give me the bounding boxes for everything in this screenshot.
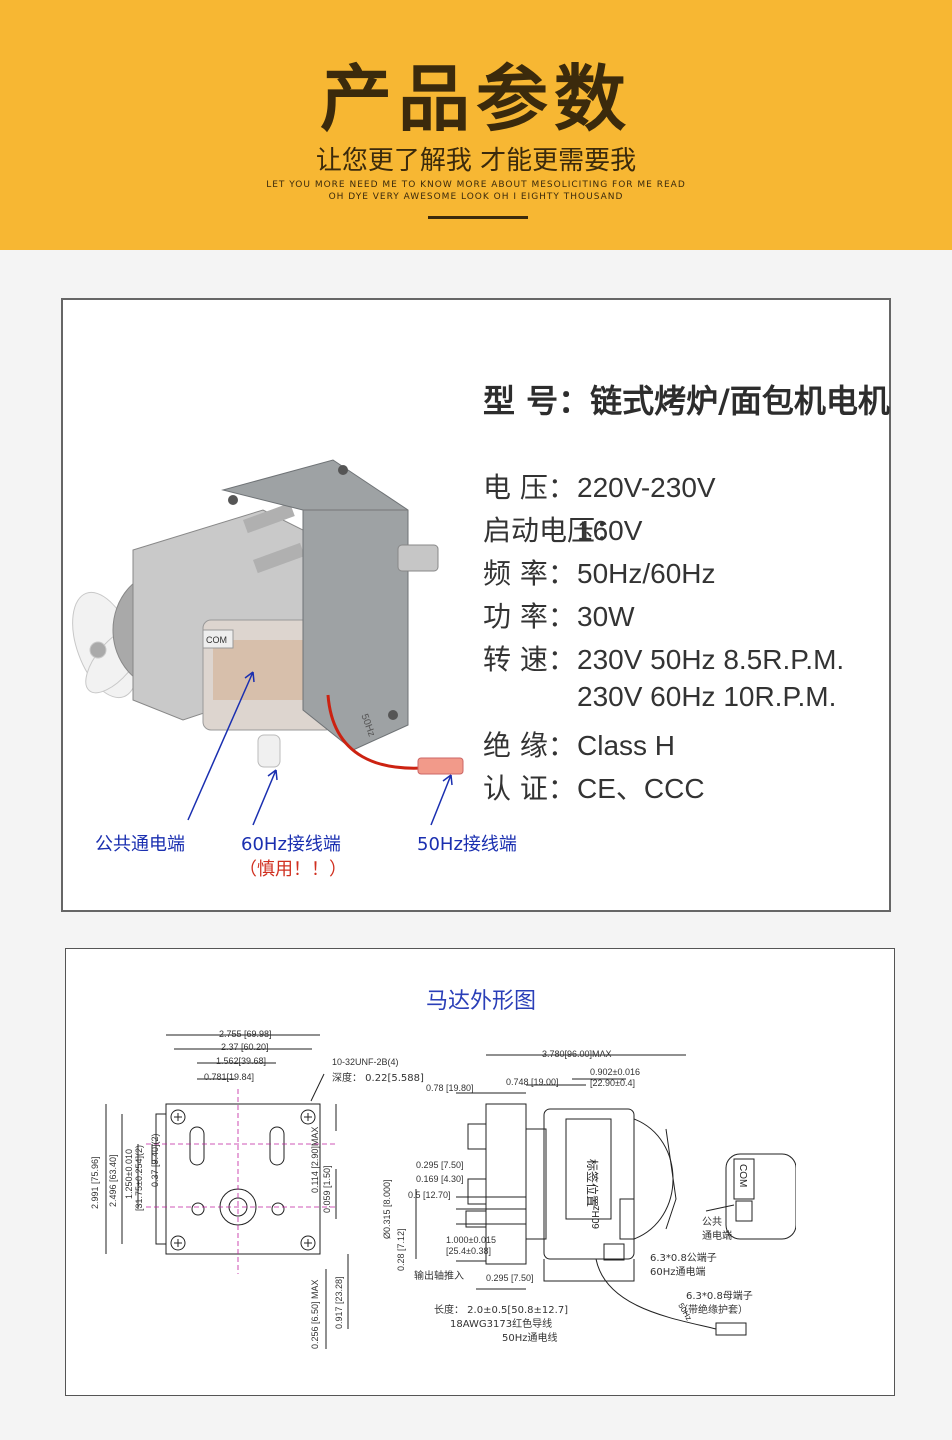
dim-slot-length-mm: [31.75±0.254](2) (134, 1145, 144, 1211)
english-tagline-1: LET YOU MORE NEED ME TO KNOW MORE ABOUT … (266, 180, 686, 190)
caution-label: （慎用！！） (239, 859, 347, 880)
dim-height-total: 2.991 [75.96] (90, 1156, 100, 1209)
hz50-terminal-label: 50Hz接线端 (417, 834, 517, 855)
dim-width-mount: 2.37 [60.20] (221, 1042, 269, 1052)
dim-depth: 深度： 0.22[5.588] (332, 1073, 424, 1084)
page-subtitle: 让您更了解我 才能更需要我 (315, 146, 637, 176)
dim-side-coil-mm: [22.90±0.4] (590, 1078, 635, 1088)
spec-certification: 认 证：CE、CCC (483, 772, 705, 805)
dim-side-shaft-height: 0.28 [7.12] (396, 1228, 406, 1271)
dim-width-total: 2.755 [69.98] (219, 1029, 272, 1039)
dim-slot-length: 1.250±0.010 (124, 1149, 134, 1199)
dim-boss-height: 0.059 [1.50] (322, 1165, 332, 1213)
red-wire (326, 694, 424, 770)
product-spec-panel: COM 50Hz 公共通电端 60Hz接线端 （慎用！！） 50Hz接线端 型 … (61, 298, 891, 912)
model-heading: 型 号：链式烤炉/面包机电机 (483, 382, 890, 420)
spec-insulation: 绝 缘：Class H (483, 729, 676, 762)
terminal-female-note: （带绝缘护套） (678, 1305, 748, 1316)
dim-side-gearbox: 0.78 [19.80] (426, 1083, 474, 1093)
dim-side-flat-depth: 0.169 [4.30] (416, 1174, 464, 1184)
dim-boss-max: 0.114 [2.90]MAX (310, 1126, 320, 1193)
terminal-male-note: 60Hz通电端 (650, 1267, 706, 1278)
dim-bottom-max: 0.256 [6.50] MAX (310, 1279, 320, 1349)
page-title: 产品参数 (319, 57, 632, 141)
dim-side-flat: 0.295 [7.50] (416, 1160, 464, 1170)
dim-bottom-offset: 0.917 [23.28] (334, 1276, 344, 1329)
hz60-terminal-label: 60Hz接线端 (241, 834, 341, 855)
dim-height-mount: 2.496 [63.40] (108, 1154, 118, 1207)
drawing-title: 马达外形图 (425, 989, 536, 1014)
spec-frequency: 频 率：50Hz/60Hz (483, 557, 716, 590)
dim-side-shaft-dia: Ø0.315 [8.000] (382, 1179, 392, 1239)
common-terminal-label: 公共通电端 (95, 834, 185, 855)
wire-spec: 18AWG3173红色导线 (450, 1319, 553, 1330)
dim-side-motor: 0.748 [19.00] (506, 1077, 559, 1087)
svg-text:60Hz: 60Hz (591, 1206, 602, 1229)
dim-slot-width: 0.37 [9.40](2) (150, 1133, 160, 1187)
wire-note: 50Hz通电线 (502, 1333, 558, 1344)
side-view-drawing: 标签位置 60Hz COM 50Hz (415, 1054, 796, 1336)
svg-text:标签位置: 标签位置 (585, 1159, 600, 1207)
spec-speed-2: 230V 60Hz 10R.P.M. (577, 681, 837, 712)
com-note-2: 通电端 (702, 1231, 732, 1242)
dimension-drawing-panel: 马达外形图 (65, 948, 895, 1396)
motor-photo: COM 50Hz (72, 459, 464, 826)
spec-start-voltage: 启动电压：160V (483, 514, 643, 547)
com-tab-label: COM (206, 635, 227, 645)
front-view-drawing (105, 1034, 349, 1349)
com-note-1: 公共 (702, 1217, 722, 1228)
dim-slot-spacing: 1.562[39.68] (216, 1056, 267, 1066)
title-underline (428, 216, 528, 219)
svg-text:COM: COM (737, 1164, 748, 1187)
dim-side-shaft-len: 0.5 [12.70] (408, 1190, 451, 1200)
english-tagline-2: OH DYE VERY AWESOME LOOK OH I EIGHTY THO… (328, 192, 624, 202)
dim-side-push-note: 输出轴推入 (414, 1271, 464, 1282)
dim-slot-half: 0.781[19.84] (204, 1072, 255, 1082)
header-banner: 产品参数 让您更了解我 才能更需要我 LET YOU MORE NEED ME … (0, 0, 952, 250)
wire-length: 长度： 2.0±0.5[50.8±12.7] (434, 1305, 569, 1316)
dim-side-total: 3.780[96.00]MAX (542, 1049, 612, 1059)
terminal-male-spec: 6.3*0.8公端子 (650, 1253, 717, 1264)
spec-power: 功 率：30W (483, 600, 635, 633)
spec-voltage: 电 压：220V-230V (483, 471, 716, 504)
dim-side-shaft-pos-mm: [25.4±0.38] (446, 1246, 491, 1256)
dim-thread: 10-32UNF-2B(4) (332, 1057, 399, 1067)
output-shaft (397, 544, 439, 572)
spec-speed: 转 速：230V 50Hz 8.5R.P.M. (483, 643, 845, 676)
dim-side-coil: 0.902±0.016 (590, 1067, 640, 1077)
terminal-female-spec: 6.3*0.8母端子 (686, 1291, 753, 1302)
dim-side-base: 0.295 [7.50] (486, 1273, 534, 1283)
dim-side-shaft-pos: 1.000±0.015 (446, 1235, 496, 1245)
